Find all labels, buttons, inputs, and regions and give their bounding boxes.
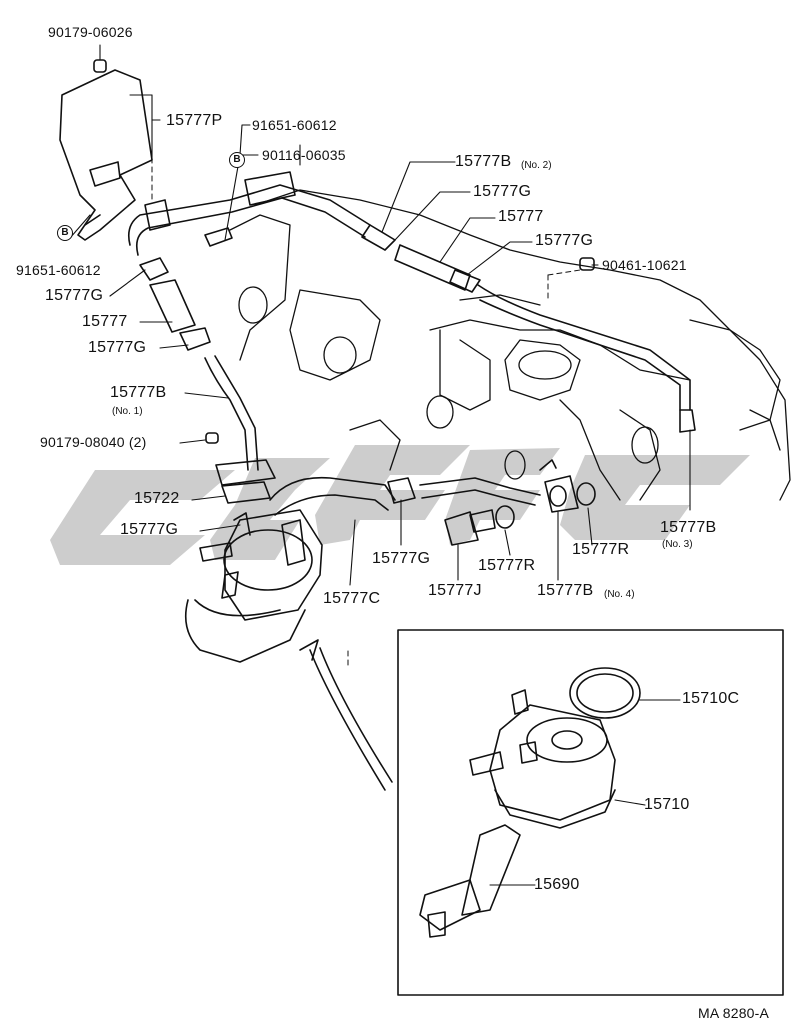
label-15710C: 15710C (682, 690, 740, 707)
label-90179-08040: 90179-08040 (2) (40, 434, 147, 450)
label-15777B-no4: 15777B (537, 582, 594, 599)
b-marker-1: B (229, 152, 245, 168)
label-90461-10621: 90461-10621 (602, 257, 687, 273)
label-15777-left: 15777 (82, 313, 128, 330)
note-no3: (No. 3) (662, 539, 693, 550)
label-15777R-b: 15777R (572, 541, 630, 558)
inset-arrow (299, 639, 393, 791)
note-no2: (No. 2) (521, 160, 552, 171)
leader-lines (63, 44, 691, 886)
bracket-15777P (59, 59, 153, 241)
engine-block (229, 189, 791, 501)
label-15777C: 15777C (323, 590, 381, 607)
label-15777G-d: 15777G (88, 339, 147, 356)
dashed-guides (151, 94, 581, 666)
note-no1: (No. 1) (112, 406, 143, 417)
label-15777P: 15777P (166, 112, 223, 129)
oil-cooler-upper (184, 509, 323, 663)
diagram-code: MA 8280-A (698, 1005, 770, 1021)
label-90179-06026: 90179-06026 (48, 24, 133, 40)
oil-cooler-inset (419, 667, 641, 938)
label-15777G-e: 15777G (120, 521, 179, 538)
label-15777G-b: 15777G (535, 232, 594, 249)
b-marker-2: B (57, 225, 73, 241)
label-15777G-f: 15777G (372, 550, 431, 567)
left-hose-assembly (139, 257, 276, 504)
label-15777J: 15777J (428, 582, 482, 599)
label-15777G-c: 15777G (45, 287, 104, 304)
label-91651-60612-top: 91651-60612 (252, 117, 337, 133)
label-15710: 15710 (644, 796, 690, 813)
label-15777-upper: 15777 (498, 208, 544, 225)
label-15777B-no3: 15777B (660, 519, 717, 536)
label-15777B-no1: 15777B (110, 384, 167, 401)
label-91651-60612-left: 91651-60612 (16, 262, 101, 278)
label-90116-06035: 90116-06035 (262, 147, 346, 163)
upper-oil-pipe (127, 171, 696, 433)
label-15777B-no2: 15777B (455, 153, 512, 170)
inset-frame (397, 629, 784, 996)
label-15777G-a: 15777G (473, 183, 532, 200)
label-15690: 15690 (534, 876, 580, 893)
label-15722: 15722 (134, 490, 180, 507)
note-no4: (No. 4) (604, 589, 635, 600)
label-15777R-a: 15777R (478, 557, 536, 574)
lower-hose-15777C (269, 459, 596, 546)
